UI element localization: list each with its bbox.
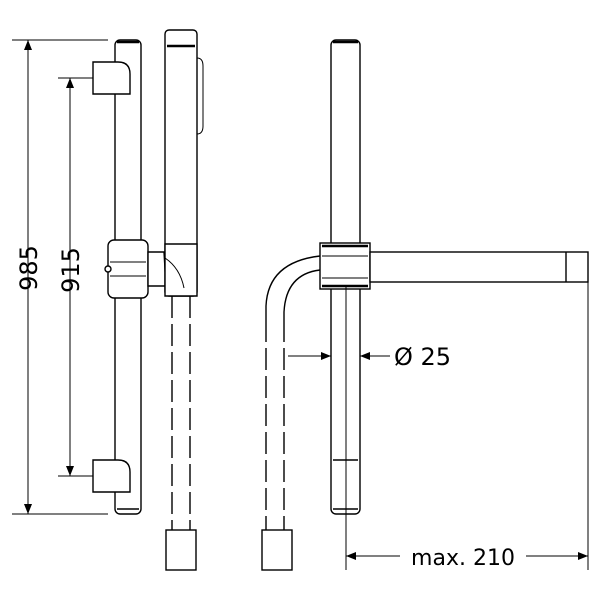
dimension-bar-diameter: Ø 25 — [288, 343, 451, 371]
front-view — [92, 29, 204, 571]
hand-shower-front — [164, 29, 204, 297]
bracket-spacing-label: 915 — [57, 247, 85, 293]
slider-holder-side — [319, 242, 371, 290]
wall-bracket-top — [92, 61, 131, 95]
hand-shower-side — [369, 251, 589, 283]
wall-bracket-bottom — [92, 459, 131, 493]
hose-side — [261, 255, 321, 571]
overall-height-label: 985 — [15, 245, 43, 291]
dimension-arm-reach: max. 210 — [345, 282, 589, 571]
slider-holder-front — [104, 239, 167, 299]
side-view — [261, 39, 589, 571]
arm-reach-label: max. 210 — [411, 546, 515, 571]
dimension-overall-height: 985 — [12, 39, 108, 515]
hose-front — [165, 296, 197, 571]
bar-diameter-label: Ø 25 — [394, 343, 451, 371]
dimension-bracket-spacing: 915 — [57, 77, 93, 477]
